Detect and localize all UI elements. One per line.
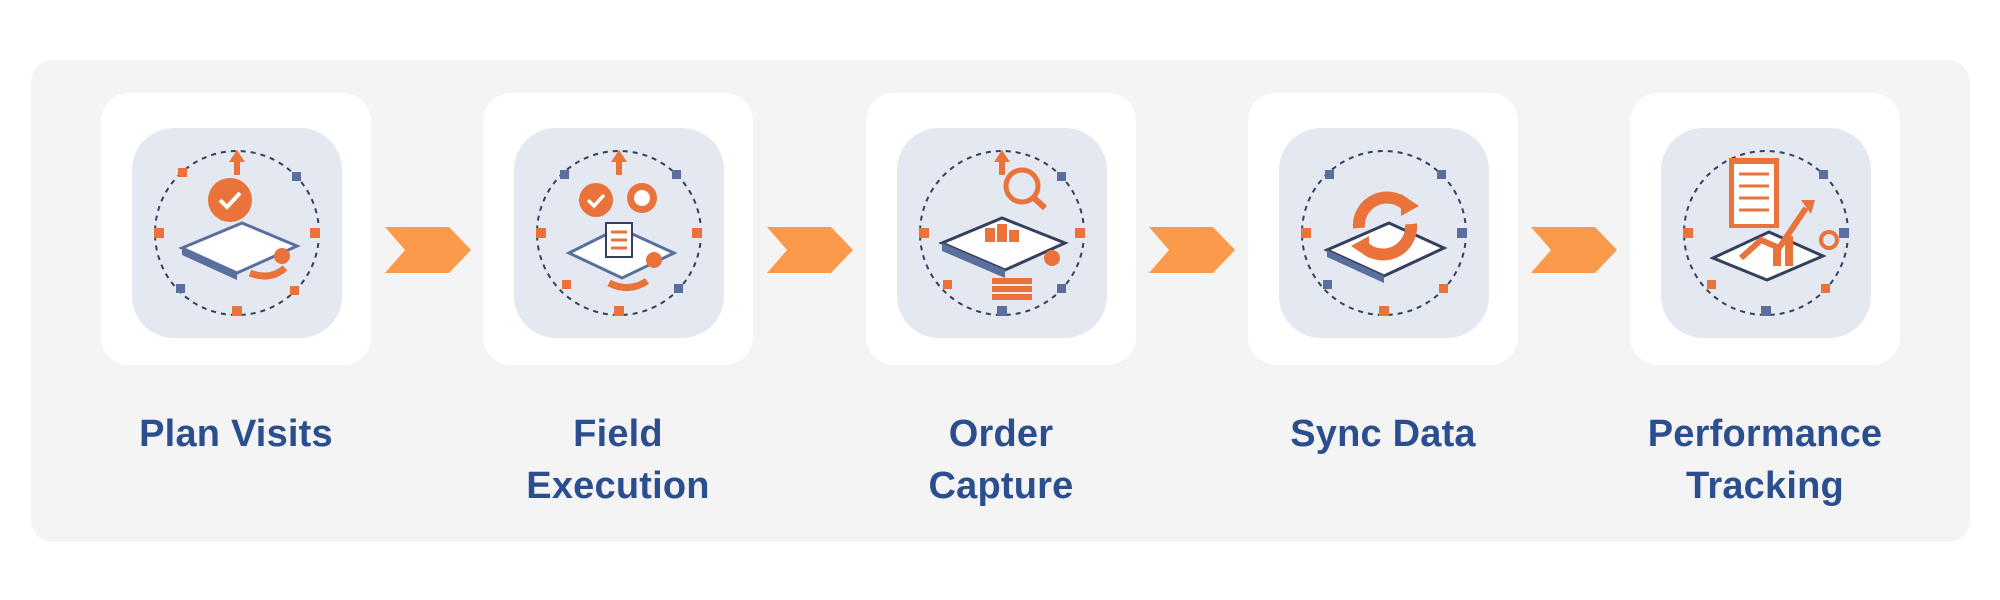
step-label: Field Execution: [443, 408, 793, 512]
performance-tracking-illustration: [1661, 128, 1871, 338]
step-label-line1: Plan Visits: [139, 413, 333, 455]
chevron-arrow-icon: [1149, 227, 1235, 273]
field-execution-illustration: [514, 128, 724, 338]
chevron-arrow-icon: [385, 227, 471, 273]
step-card: [1630, 93, 1900, 365]
step-label-line2: Tracking: [1686, 465, 1844, 507]
step-label-line2: Execution: [526, 465, 710, 507]
process-flow-panel: Plan Visits: [31, 60, 1970, 542]
chevron-arrow-icon: [1531, 227, 1617, 273]
step-label-line1: Field: [573, 413, 663, 455]
step-label: Performance Tracking: [1590, 408, 1940, 512]
step-card: [866, 93, 1136, 365]
step-label: Plan Visits: [61, 408, 411, 460]
step-card: [101, 93, 371, 365]
step-label-line1: Performance: [1647, 413, 1883, 455]
step-label: Order Capture: [826, 408, 1176, 512]
order-capture-illustration: [897, 128, 1107, 338]
plan-visits-illustration: [132, 128, 342, 338]
sync-data-illustration: [1279, 128, 1489, 338]
step-card: [1248, 93, 1518, 365]
step-label-line1: Order: [948, 413, 1054, 455]
chevron-arrow-icon: [767, 227, 853, 273]
step-label-line2: Capture: [928, 465, 1074, 507]
step-card: [483, 93, 753, 365]
step-label-line1: Sync Data: [1290, 413, 1476, 455]
step-label: Sync Data: [1208, 408, 1558, 460]
